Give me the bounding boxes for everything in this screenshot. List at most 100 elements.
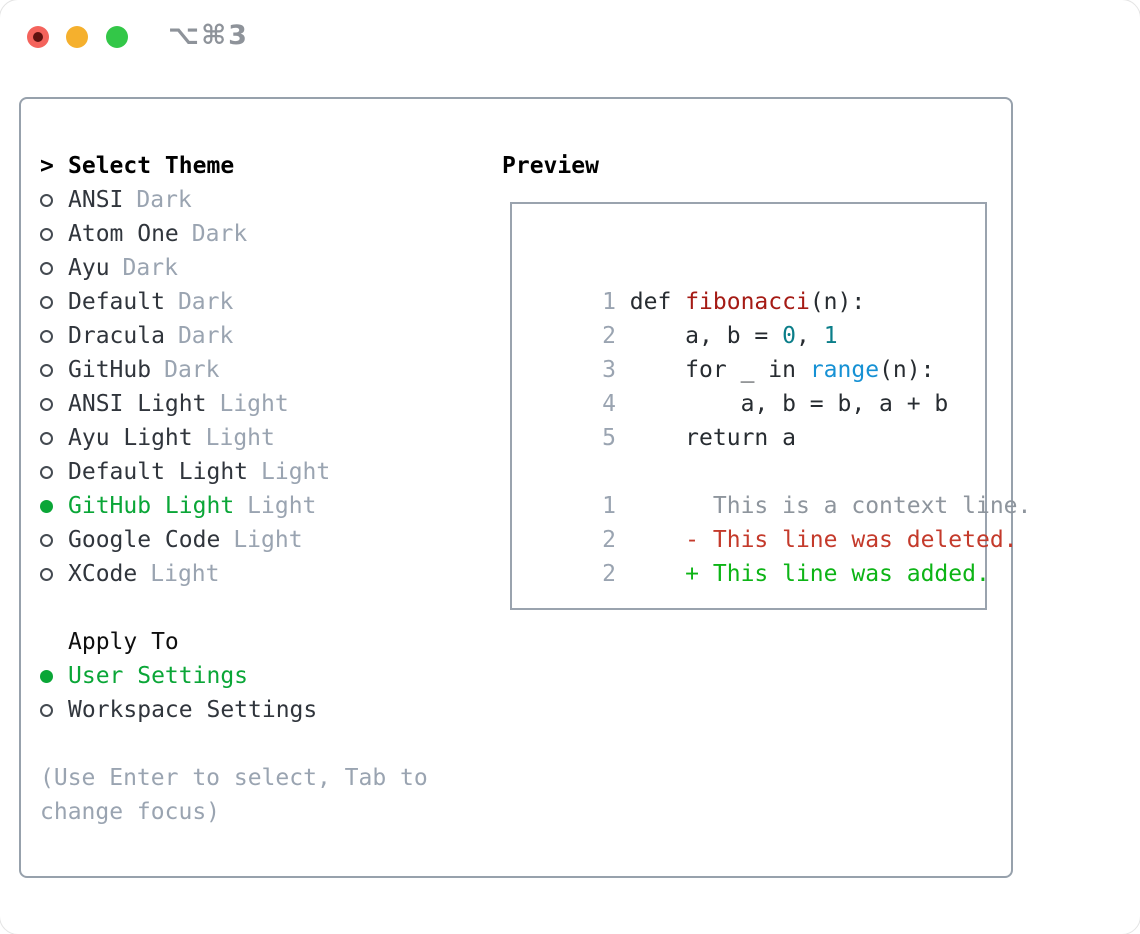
- theme-option-dracula-dark[interactable]: Dracula Dark: [40, 319, 480, 353]
- code-token: ,: [795, 323, 824, 349]
- theme-option-github-dark[interactable]: GitHub Dark: [40, 353, 480, 387]
- radio-icon: [40, 703, 68, 717]
- zoom-button[interactable]: [106, 26, 128, 48]
- apply-option-user-settings[interactable]: User Settings: [40, 659, 480, 693]
- code-token: a, b =: [629, 323, 783, 349]
- theme-option-xcode[interactable]: XCode Light: [40, 557, 480, 591]
- radio-icon: [40, 397, 68, 411]
- code-token: 1: [823, 323, 838, 349]
- code-token: (n):: [809, 289, 866, 315]
- theme-name: Ayu Light: [68, 425, 193, 451]
- theme-name: Google Code: [68, 527, 221, 553]
- line-number: 2: [602, 527, 630, 553]
- theme-variant: Dark: [191, 221, 248, 247]
- line-number: 5: [602, 425, 630, 451]
- theme-option-ansi-light[interactable]: ANSI Light Light: [40, 387, 480, 421]
- line-number: 1: [602, 493, 630, 519]
- section-gap: [40, 727, 480, 761]
- radio-icon: [40, 465, 68, 479]
- code-line: 2 a, b = 0, 1: [519, 285, 985, 349]
- radio-icon: [40, 193, 68, 207]
- code-token: for _ in: [629, 357, 810, 383]
- theme-name: Atom One: [68, 221, 179, 247]
- theme-name: XCode: [68, 561, 138, 587]
- keyboard-hint: (Use Enter to select, Tab to change focu…: [40, 765, 428, 825]
- theme-name: GitHub: [68, 357, 152, 383]
- theme-variant: Light: [261, 459, 331, 485]
- diff-deleted-line: 2 - This line was deleted.: [519, 489, 1017, 553]
- radio-icon: [40, 227, 68, 241]
- radio-icon: [40, 295, 68, 309]
- theme-variant: Light: [233, 527, 303, 553]
- section-gap: [40, 591, 480, 625]
- theme-variant: Dark: [177, 289, 234, 315]
- theme-option-google-code[interactable]: Google Code Light: [40, 523, 480, 557]
- close-button[interactable]: [27, 26, 49, 48]
- line-number: 3: [602, 357, 630, 383]
- code-token: 0: [782, 323, 796, 349]
- theme-variant: Light: [247, 493, 317, 519]
- code-line: 5 return a: [519, 387, 985, 451]
- theme-name: GitHub Light: [68, 493, 235, 519]
- code-line: 4 a, b = b, a + b: [519, 353, 985, 417]
- code-line: 3 for _ in range(n):: [519, 319, 985, 383]
- theme-name: Dracula: [68, 323, 165, 349]
- select-theme-header-label: Select Theme: [68, 153, 235, 179]
- apply-option-label: User Settings: [68, 663, 249, 689]
- code-token: range: [809, 357, 880, 383]
- theme-variant: Light: [219, 391, 289, 417]
- radio-icon: [40, 261, 68, 275]
- radio-icon: [40, 533, 68, 547]
- preview-header: Preview: [502, 153, 599, 179]
- theme-variant: Dark: [177, 323, 234, 349]
- theme-option-default-dark[interactable]: Default Dark: [40, 285, 480, 319]
- line-number: 2: [602, 561, 630, 587]
- line-number: 1: [602, 289, 630, 315]
- line-number: 2: [602, 323, 630, 349]
- radio-icon: [40, 329, 68, 343]
- code-token: return a: [629, 425, 796, 451]
- apply-to-header: Apply To: [68, 629, 179, 655]
- diff-context-line: 1 This is a context line.: [519, 455, 1031, 519]
- theme-variant: Dark: [164, 357, 220, 383]
- code-token: (n):: [879, 357, 935, 383]
- theme-variant: Light: [150, 561, 220, 587]
- window-title: ⌥⌘3: [168, 20, 249, 51]
- theme-option-ansi-dark[interactable]: ANSI Dark: [40, 183, 480, 217]
- theme-name: Default Light: [68, 459, 249, 485]
- theme-variant: Light: [205, 425, 275, 451]
- code-token: a, b = b, a + b: [629, 391, 949, 417]
- code-token: def: [629, 289, 686, 315]
- theme-list: > Select Theme ANSI Dark Atom One Dark A…: [40, 149, 480, 829]
- radio-icon: [40, 431, 68, 445]
- theme-option-atom-one-dark[interactable]: Atom One Dark: [40, 217, 480, 251]
- diff-deleted-text: - This line was deleted.: [629, 527, 1018, 553]
- diff-context-text: This is a context line.: [629, 493, 1032, 519]
- theme-name: ANSI Light: [68, 391, 207, 417]
- code-token: fibonacci: [685, 289, 810, 315]
- preview-code-box: 1 def fibonacci(n): 2 a, b = 0, 1 3 for …: [510, 202, 1031, 610]
- radio-selected-icon: [40, 669, 68, 683]
- titlebar: ⌥⌘3: [0, 0, 1140, 70]
- theme-name: Default: [68, 289, 165, 315]
- theme-name: ANSI: [68, 187, 124, 213]
- theme-option-ayu-dark[interactable]: Ayu Dark: [40, 251, 480, 285]
- theme-variant: Dark: [136, 187, 192, 213]
- radio-icon: [40, 363, 68, 377]
- theme-option-default-light[interactable]: Default Light Light: [40, 455, 480, 489]
- cursor-icon: >: [40, 153, 54, 179]
- theme-option-ayu-light[interactable]: Ayu Light Light: [40, 421, 480, 455]
- theme-picker-panel: > Select Theme ANSI Dark Atom One Dark A…: [19, 97, 1031, 878]
- theme-variant: Dark: [122, 255, 178, 281]
- apply-option-workspace-settings[interactable]: Workspace Settings: [40, 693, 480, 727]
- code-line: 1 def fibonacci(n):: [519, 251, 985, 315]
- radio-icon: [40, 567, 68, 581]
- apply-option-label: Workspace Settings: [68, 697, 318, 723]
- diff-added-text: + This line was added.: [629, 561, 990, 587]
- theme-option-github-light[interactable]: GitHub Light Light: [40, 489, 480, 523]
- minimize-button[interactable]: [66, 26, 88, 48]
- theme-name: Ayu: [68, 255, 110, 281]
- select-theme-header: > Select Theme: [40, 149, 480, 183]
- line-number: 4: [602, 391, 630, 417]
